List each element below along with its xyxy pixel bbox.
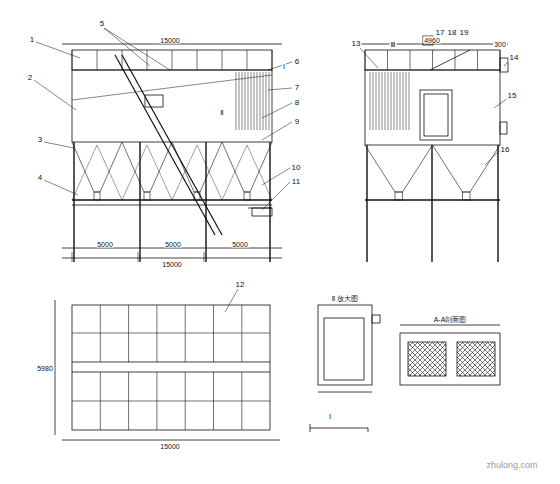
section-mark: Ⅰ — [282, 63, 286, 70]
dimension-text: 5000 — [164, 241, 182, 248]
callout-number: 6 — [294, 58, 300, 66]
callout-number: 2 — [27, 74, 33, 82]
detail-box — [318, 305, 372, 385]
view-title: A-A剖面图 — [433, 316, 468, 323]
ladder — [115, 55, 215, 235]
callout-number: 14 — [509, 54, 520, 62]
dimension-text: 300 — [493, 41, 507, 48]
dimension-text: 5980 — [36, 365, 54, 372]
dimension-text: 15000 — [161, 261, 182, 268]
callout-number: 8 — [294, 99, 300, 107]
dimension-text: 4960 — [423, 37, 441, 44]
view-title: Ⅱ 放大图 — [331, 295, 359, 302]
callout-number: 4 — [37, 174, 43, 182]
access-door — [420, 90, 452, 140]
callout-number: 11 — [291, 178, 301, 186]
dimension-text: 15000 — [159, 37, 180, 44]
filter-body — [72, 70, 272, 142]
roof-box — [72, 50, 272, 70]
callout-number: 13 — [351, 40, 362, 48]
section-mark: Ⅱ — [219, 109, 224, 116]
dimension-text: 5000 — [96, 241, 114, 248]
view-title: Ⅰ — [328, 413, 332, 420]
callout-number: 18 — [447, 29, 458, 37]
section-aa — [400, 333, 500, 385]
callout-number: 16 — [500, 146, 511, 154]
callout-number: 3 — [37, 136, 43, 144]
callout-number: 5 — [99, 20, 105, 28]
dimension-text: 15000 — [159, 443, 180, 450]
callout-number: 10 — [291, 164, 302, 172]
callout-number: 7 — [294, 84, 300, 92]
callout-number: 19 — [459, 29, 470, 37]
callout-number: 9 — [294, 118, 300, 126]
dimension-text: 5000 — [231, 241, 249, 248]
callout-number: 12 — [235, 281, 246, 289]
watermark: zhulong.com — [485, 461, 538, 470]
callout-number: 15 — [507, 92, 518, 100]
plan-view — [72, 305, 270, 430]
callout-number: 1 — [29, 36, 35, 44]
section-mark: Ⅲ — [390, 41, 397, 48]
